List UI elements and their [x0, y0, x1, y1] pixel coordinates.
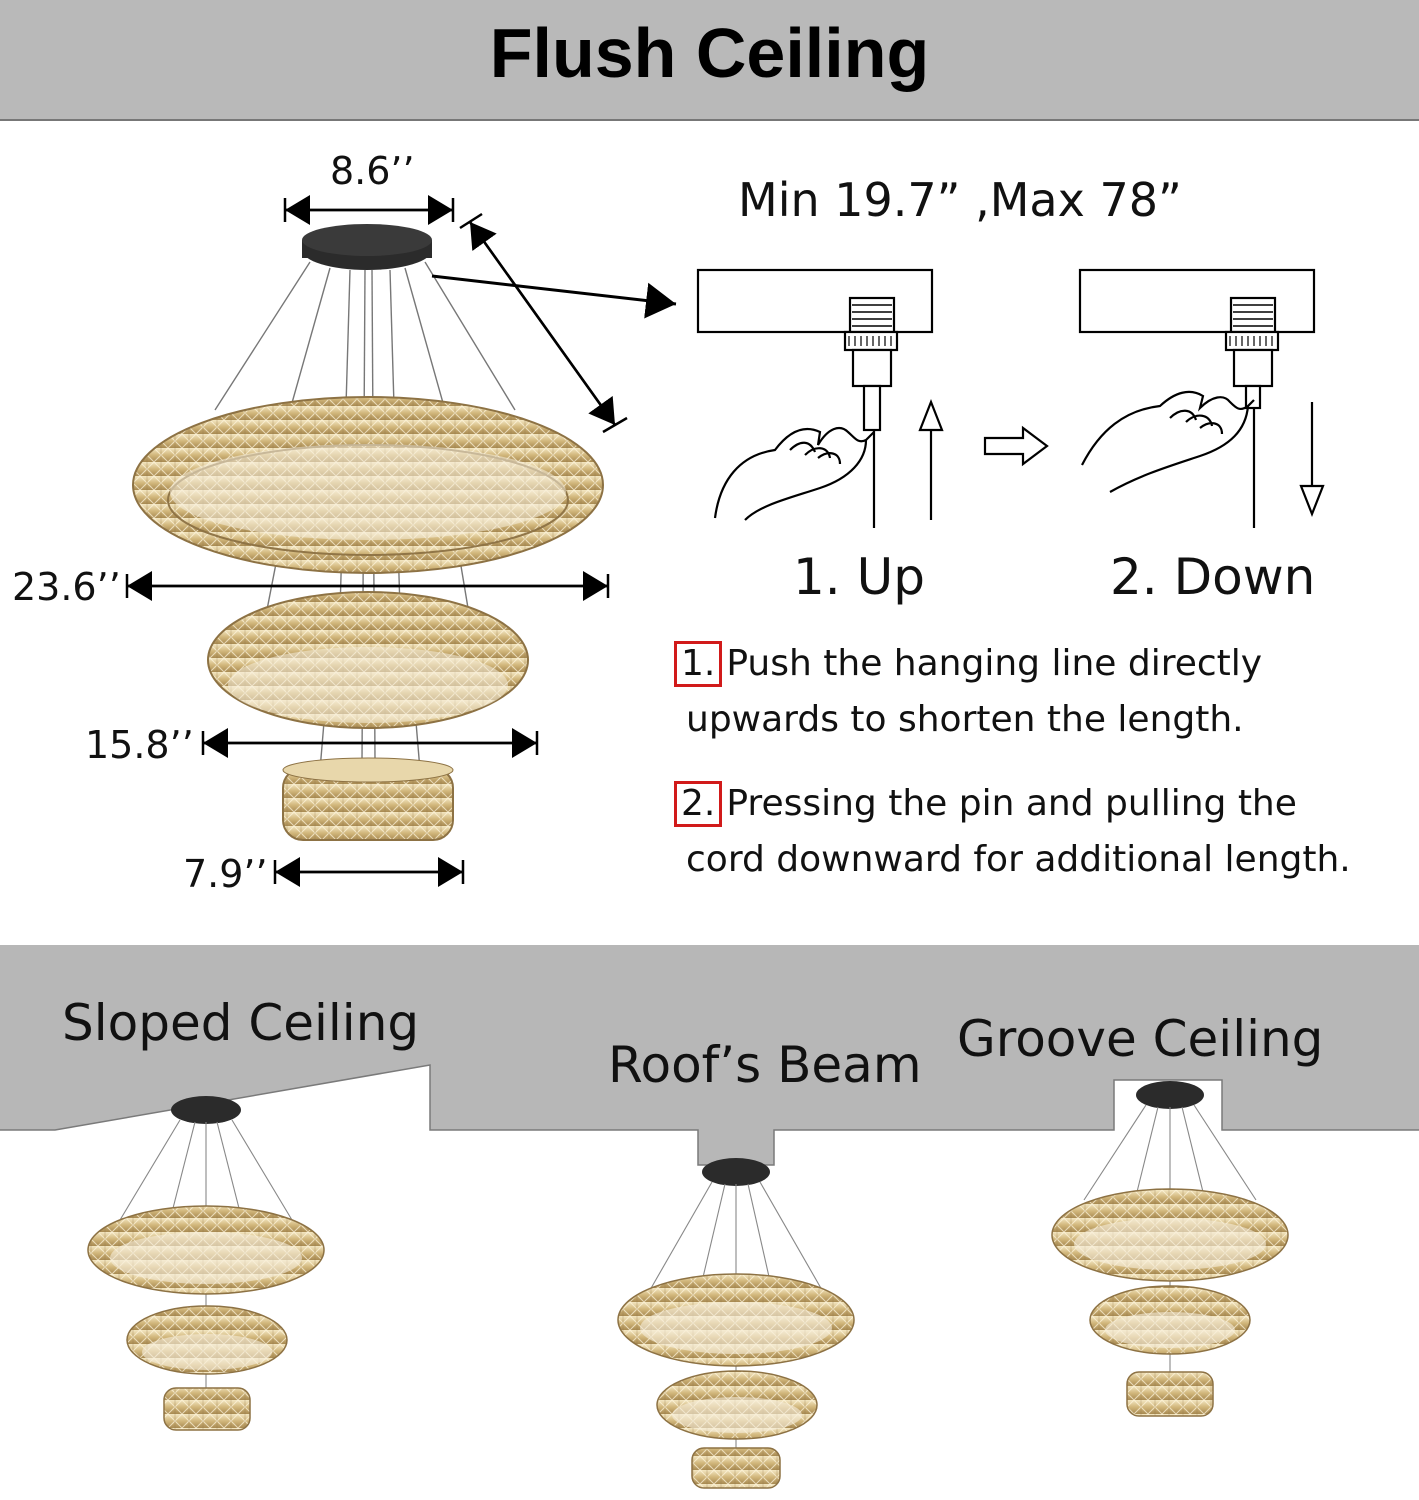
instruction-2: 2.Pressing the pin and pulling the cord …	[674, 776, 1406, 888]
dim-canopy-label: 8.6’’	[330, 149, 415, 193]
dim-ring-small-label: 7.9’’	[183, 852, 268, 896]
main-chandelier	[132, 224, 604, 841]
ceiling-band	[0, 945, 1419, 1166]
adjust-diagram-down	[1078, 268, 1325, 528]
length-range: Min 19.7” ,Max 78”	[738, 173, 1182, 227]
instruction-2-line2: cord downward for additional length.	[686, 838, 1351, 880]
chandelier-sloped	[87, 1096, 325, 1431]
step-down-label: 2. Down	[1110, 548, 1316, 606]
instruction-2-line1: Pressing the pin and pulling the	[726, 783, 1297, 824]
header-band	[0, 0, 1419, 120]
adjust-diagram-up	[696, 268, 944, 528]
dimension-lines	[125, 195, 677, 887]
instruction-2-number: 2.	[674, 781, 723, 827]
instruction-1-line2: upwards to shorten the length.	[686, 698, 1244, 740]
chandelier-groove	[1051, 1081, 1289, 1417]
transition-arrow	[983, 425, 1049, 467]
instruction-1-number: 1.	[674, 641, 723, 687]
step-up-label: 1. Up	[793, 548, 925, 606]
instruction-1: 1.Push the hanging line directly upwards…	[674, 636, 1406, 748]
groove-ceiling-label: Groove Ceiling	[957, 1010, 1324, 1068]
instruction-1-line1: Push the hanging line directly	[726, 643, 1263, 684]
dim-ring-medium-label: 15.8’’	[85, 723, 194, 767]
page-title: Flush Ceiling	[489, 14, 930, 92]
dim-ring-large-label: 23.6’’	[12, 565, 121, 609]
sloped-ceiling-label: Sloped Ceiling	[62, 994, 420, 1052]
chandelier-beam	[617, 1158, 855, 1489]
roof-beam-label: Roof’s Beam	[608, 1036, 922, 1094]
